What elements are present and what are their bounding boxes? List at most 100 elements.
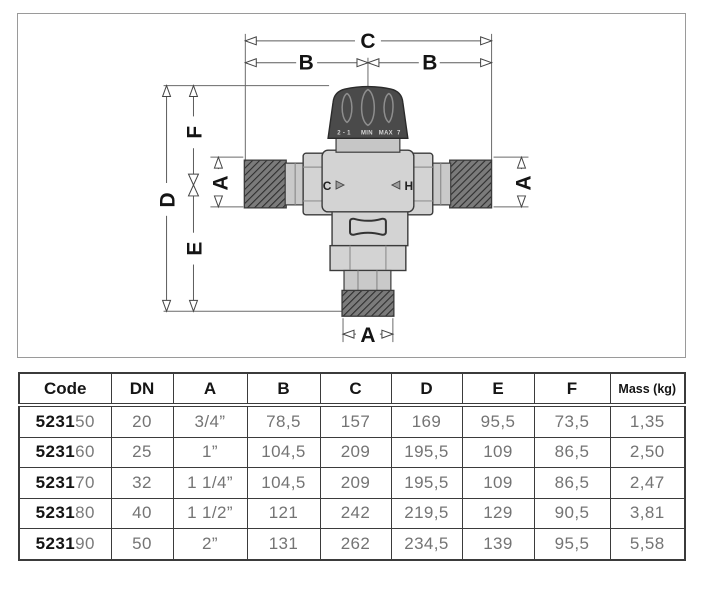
adjustment-knob	[327, 85, 409, 139]
dim-label-c: C	[360, 30, 375, 53]
table-cell: 20	[110, 404, 174, 438]
header-dn: DN	[110, 372, 174, 407]
dim-label-b-right: B	[422, 52, 437, 75]
diagram-frame: C B B D	[17, 13, 686, 358]
table-cell: 3/4”	[172, 404, 248, 438]
cold-port-label: C	[323, 179, 332, 193]
code-cell: 523170	[18, 467, 112, 499]
code-suffix: 80	[75, 503, 95, 523]
table-cell: 3,81	[609, 497, 686, 529]
code-cell: 523160	[18, 436, 112, 468]
code-cell: 523190	[18, 528, 112, 560]
valve-drawing: 2 - 1 MIN MAX 7 C H	[243, 85, 493, 317]
left-male-thread	[243, 159, 287, 209]
table-cell: 169	[390, 404, 463, 438]
dim-label-a-bottom: A	[360, 324, 375, 347]
dimension-a-bottom: A	[341, 324, 395, 347]
table-cell: 86,5	[533, 436, 611, 468]
table-cell: 73,5	[533, 404, 611, 438]
header-d: D	[390, 372, 463, 407]
code-suffix: 70	[75, 472, 95, 492]
outlet-tailpiece	[343, 269, 392, 292]
code-suffix: 60	[75, 442, 95, 462]
header-c: C	[319, 372, 392, 407]
dimension-d: D	[157, 84, 180, 313]
table-cell: 109	[461, 467, 535, 499]
header-b: B	[246, 372, 321, 407]
dim-label-a-left: A	[209, 175, 232, 190]
code-prefix: 5231	[35, 533, 76, 553]
dim-label-b-left: B	[299, 52, 314, 75]
table-header-row: Code DN A B C D E F Mass (kg)	[18, 372, 686, 407]
code-cell: 523150	[18, 404, 112, 438]
dimension-a-left: A	[209, 155, 232, 209]
table-cell: 242	[319, 497, 392, 529]
header-mass: Mass (kg)	[609, 372, 686, 407]
outlet-union-nut	[329, 244, 407, 272]
knob-min-label: MIN	[361, 130, 373, 136]
table-cell: 40	[110, 497, 174, 529]
dimension-f-e: F E	[183, 84, 206, 313]
table-cell: 262	[319, 528, 392, 560]
dimensions-table: Code DN A B C D E F Mass (kg) 523150 20 …	[18, 372, 686, 561]
table-cell: 195,5	[390, 467, 463, 499]
header-f: F	[533, 372, 611, 407]
table-cell: 5,58	[609, 528, 686, 560]
dim-label-d: D	[157, 192, 180, 207]
table-cell: 131	[246, 528, 321, 560]
header-a: A	[172, 372, 248, 407]
code-prefix: 5231	[35, 411, 76, 431]
code-suffix: 50	[75, 411, 95, 431]
table-cell: 1”	[172, 436, 248, 468]
dim-label-f: F	[183, 126, 206, 139]
dimension-b: B B	[243, 52, 494, 75]
code-suffix: 90	[75, 533, 95, 553]
dimension-a-right: A	[512, 155, 535, 209]
table-cell: 157	[319, 404, 392, 438]
body-detail	[349, 217, 387, 236]
table-cell: 86,5	[533, 467, 611, 499]
table-cell: 1 1/2”	[172, 497, 248, 529]
hot-flow-arrow-icon	[390, 180, 401, 190]
left-tailpiece	[284, 162, 306, 206]
table-cell: 2,50	[609, 436, 686, 468]
table-cell: 104,5	[246, 467, 321, 499]
table-cell: 234,5	[390, 528, 463, 560]
header-e: E	[461, 372, 535, 407]
table-cell: 95,5	[461, 404, 535, 438]
valve-dimension-drawing: C B B D	[157, 30, 536, 347]
table-cell: 139	[461, 528, 535, 560]
knob-scale-left: 2 - 1	[337, 130, 351, 136]
table-row: 523160 25 1” 104,5 209 195,5 109 86,5 2,…	[18, 436, 686, 468]
table-cell: 121	[246, 497, 321, 529]
table-row: 523150 20 3/4” 78,5 157 169 95,5 73,5 1,…	[18, 404, 686, 438]
header-code: Code	[18, 372, 112, 407]
table-row: 523180 40 1 1/2” 121 242 219,5 129 90,5 …	[18, 497, 686, 529]
right-male-thread	[449, 159, 493, 209]
knob-max-label: MAX	[379, 130, 393, 136]
table-cell: 219,5	[390, 497, 463, 529]
table-cell: 25	[110, 436, 174, 468]
table-cell: 104,5	[246, 436, 321, 468]
table-cell: 2,47	[609, 467, 686, 499]
table-cell: 209	[319, 436, 392, 468]
code-prefix: 5231	[35, 442, 76, 462]
right-tailpiece	[430, 162, 452, 206]
table-cell: 95,5	[533, 528, 611, 560]
table-cell: 129	[461, 497, 535, 529]
table-cell: 1,35	[609, 404, 686, 438]
table-row: 523190 50 2” 131 262 234,5 139 95,5 5,58	[18, 528, 686, 560]
code-prefix: 5231	[35, 503, 76, 523]
table-cell: 32	[110, 467, 174, 499]
table-cell: 1 1/4”	[172, 467, 248, 499]
table-cell: 2”	[172, 528, 248, 560]
outlet-male-thread	[341, 289, 395, 317]
table-row: 523170 32 1 1/4” 104,5 209 195,5 109 86,…	[18, 467, 686, 499]
dim-label-a-right: A	[512, 175, 535, 190]
hot-port-label: H	[405, 179, 414, 193]
table-cell: 195,5	[390, 436, 463, 468]
dimension-c: C	[243, 30, 494, 53]
knob-grip-ovals	[341, 88, 394, 127]
table-cell: 209	[319, 467, 392, 499]
code-prefix: 5231	[35, 472, 76, 492]
